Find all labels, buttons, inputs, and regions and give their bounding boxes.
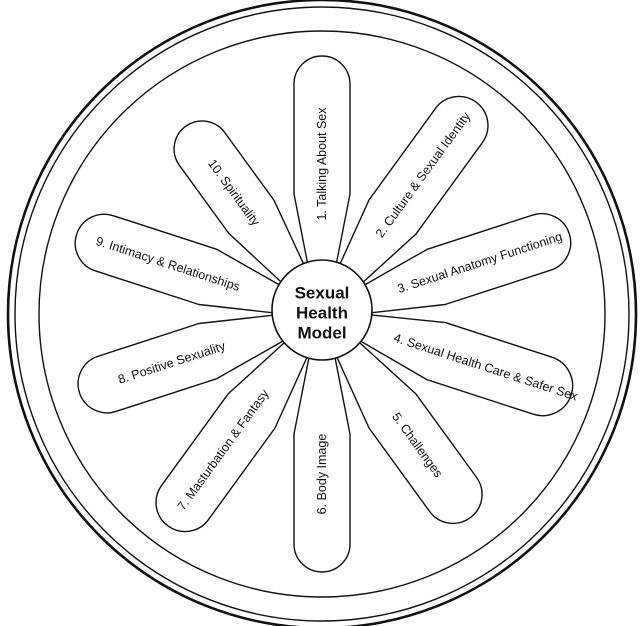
- petal-2: [325, 95, 489, 305]
- hub-circle: [271, 259, 373, 361]
- hub-title-line-3: Model: [297, 324, 346, 343]
- petal-8: [77, 311, 309, 414]
- petal-label-6: 6. Body Image: [315, 434, 329, 515]
- hub-title-line-1: Sexual: [295, 284, 350, 303]
- outer-ring: [6, 0, 638, 626]
- petal-6: [293, 331, 351, 573]
- petal-group: [74, 55, 574, 573]
- petal-9: [74, 213, 309, 317]
- petal-4: [335, 311, 574, 417]
- inner-ring: [38, 30, 606, 598]
- petal-3: [335, 212, 572, 317]
- petal-5: [325, 323, 483, 525]
- petal-10: [173, 120, 319, 305]
- petal-label-1: 1. Talking About Sex: [315, 107, 329, 221]
- petal-1: [293, 55, 351, 297]
- petal-7: [155, 323, 319, 533]
- middle-ring: [14, 6, 630, 622]
- hub-title-line-2: Health: [296, 304, 348, 323]
